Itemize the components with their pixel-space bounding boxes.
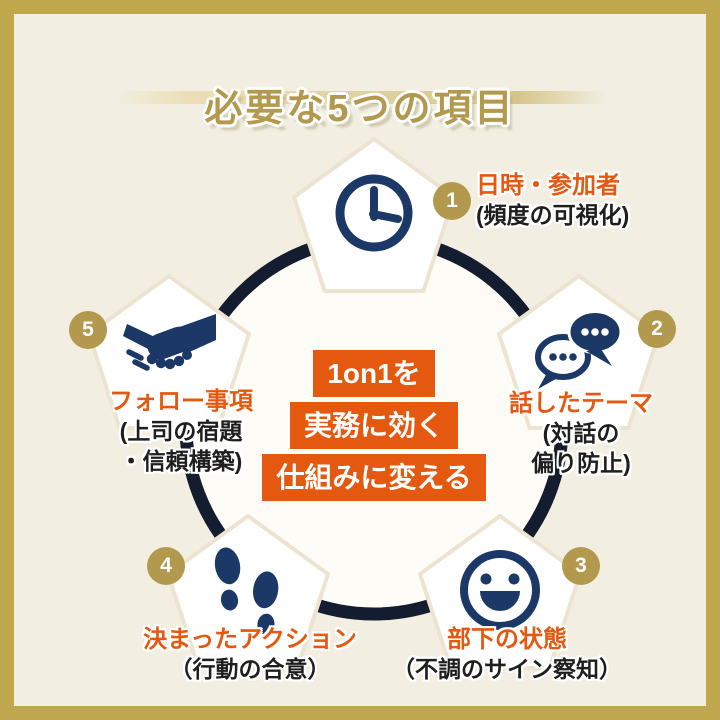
item-3-sublabel: （不調のサイン察知） bbox=[392, 656, 622, 683]
center-message: 1on1を 実務に効く 仕組みに変える bbox=[14, 350, 706, 501]
center-message-line-1: 1on1を bbox=[313, 350, 435, 397]
item-1-sublabel: (頻度の可視化) bbox=[476, 202, 630, 229]
item-2-label: 話したテーマ bbox=[509, 390, 653, 417]
item-1-label-block: 日時・参加者 (頻度の可視化) bbox=[476, 170, 706, 231]
item-5-label: フォロー事項 bbox=[109, 388, 253, 415]
handshake-icon bbox=[123, 314, 216, 371]
item-3-label: 部下の状態 bbox=[447, 626, 567, 653]
pentagon-node-5 bbox=[79, 268, 259, 448]
item-4-number-badge: 4 bbox=[147, 547, 185, 585]
item-3-number-badge: 3 bbox=[562, 547, 600, 585]
item-5-sublabel-line-2: ・信頼構築) bbox=[119, 448, 243, 475]
item-2-sublabel-line-2: 偏り防止) bbox=[531, 450, 631, 477]
center-message-line-2: 実務に効く bbox=[289, 402, 458, 449]
pentagon-node-4 bbox=[158, 508, 338, 688]
item-5-label-block: フォロー事項 (上司の宿題 ・信頼構築) bbox=[66, 386, 296, 477]
pentagon-node-1 bbox=[284, 131, 464, 311]
speech-bubbles-icon bbox=[535, 310, 623, 389]
clock-icon bbox=[335, 174, 413, 252]
item-4-sublabel: （行動の合意） bbox=[169, 656, 331, 683]
item-3-label-block: 部下の状態 （不調のサイン察知） bbox=[362, 624, 652, 685]
item-4-label: 決まったアクション bbox=[143, 626, 357, 653]
pentagon-node-3 bbox=[410, 508, 590, 688]
item-1-label: 日時・参加者 bbox=[476, 172, 620, 199]
item-2-sublabel-line-1: (対話の bbox=[542, 420, 620, 447]
item-2-label-block: 話したテーマ (対話の 偏り防止) bbox=[466, 388, 696, 479]
title-underline-band bbox=[114, 91, 606, 104]
page-title: 必要な5つの項目 bbox=[204, 88, 516, 131]
item-1-number-badge: 1 bbox=[433, 182, 471, 220]
smiley-face-icon bbox=[460, 550, 540, 630]
item-5-sublabel-line-1: (上司の宿題 bbox=[119, 418, 243, 445]
item-2-number-badge: 2 bbox=[638, 310, 676, 348]
item-5-number-badge: 5 bbox=[69, 311, 107, 349]
footprints-icon bbox=[214, 547, 279, 635]
item-4-label-block: 決まったアクション （行動の合意） bbox=[110, 624, 390, 685]
center-message-line-3: 仕組みに変える bbox=[262, 454, 486, 501]
